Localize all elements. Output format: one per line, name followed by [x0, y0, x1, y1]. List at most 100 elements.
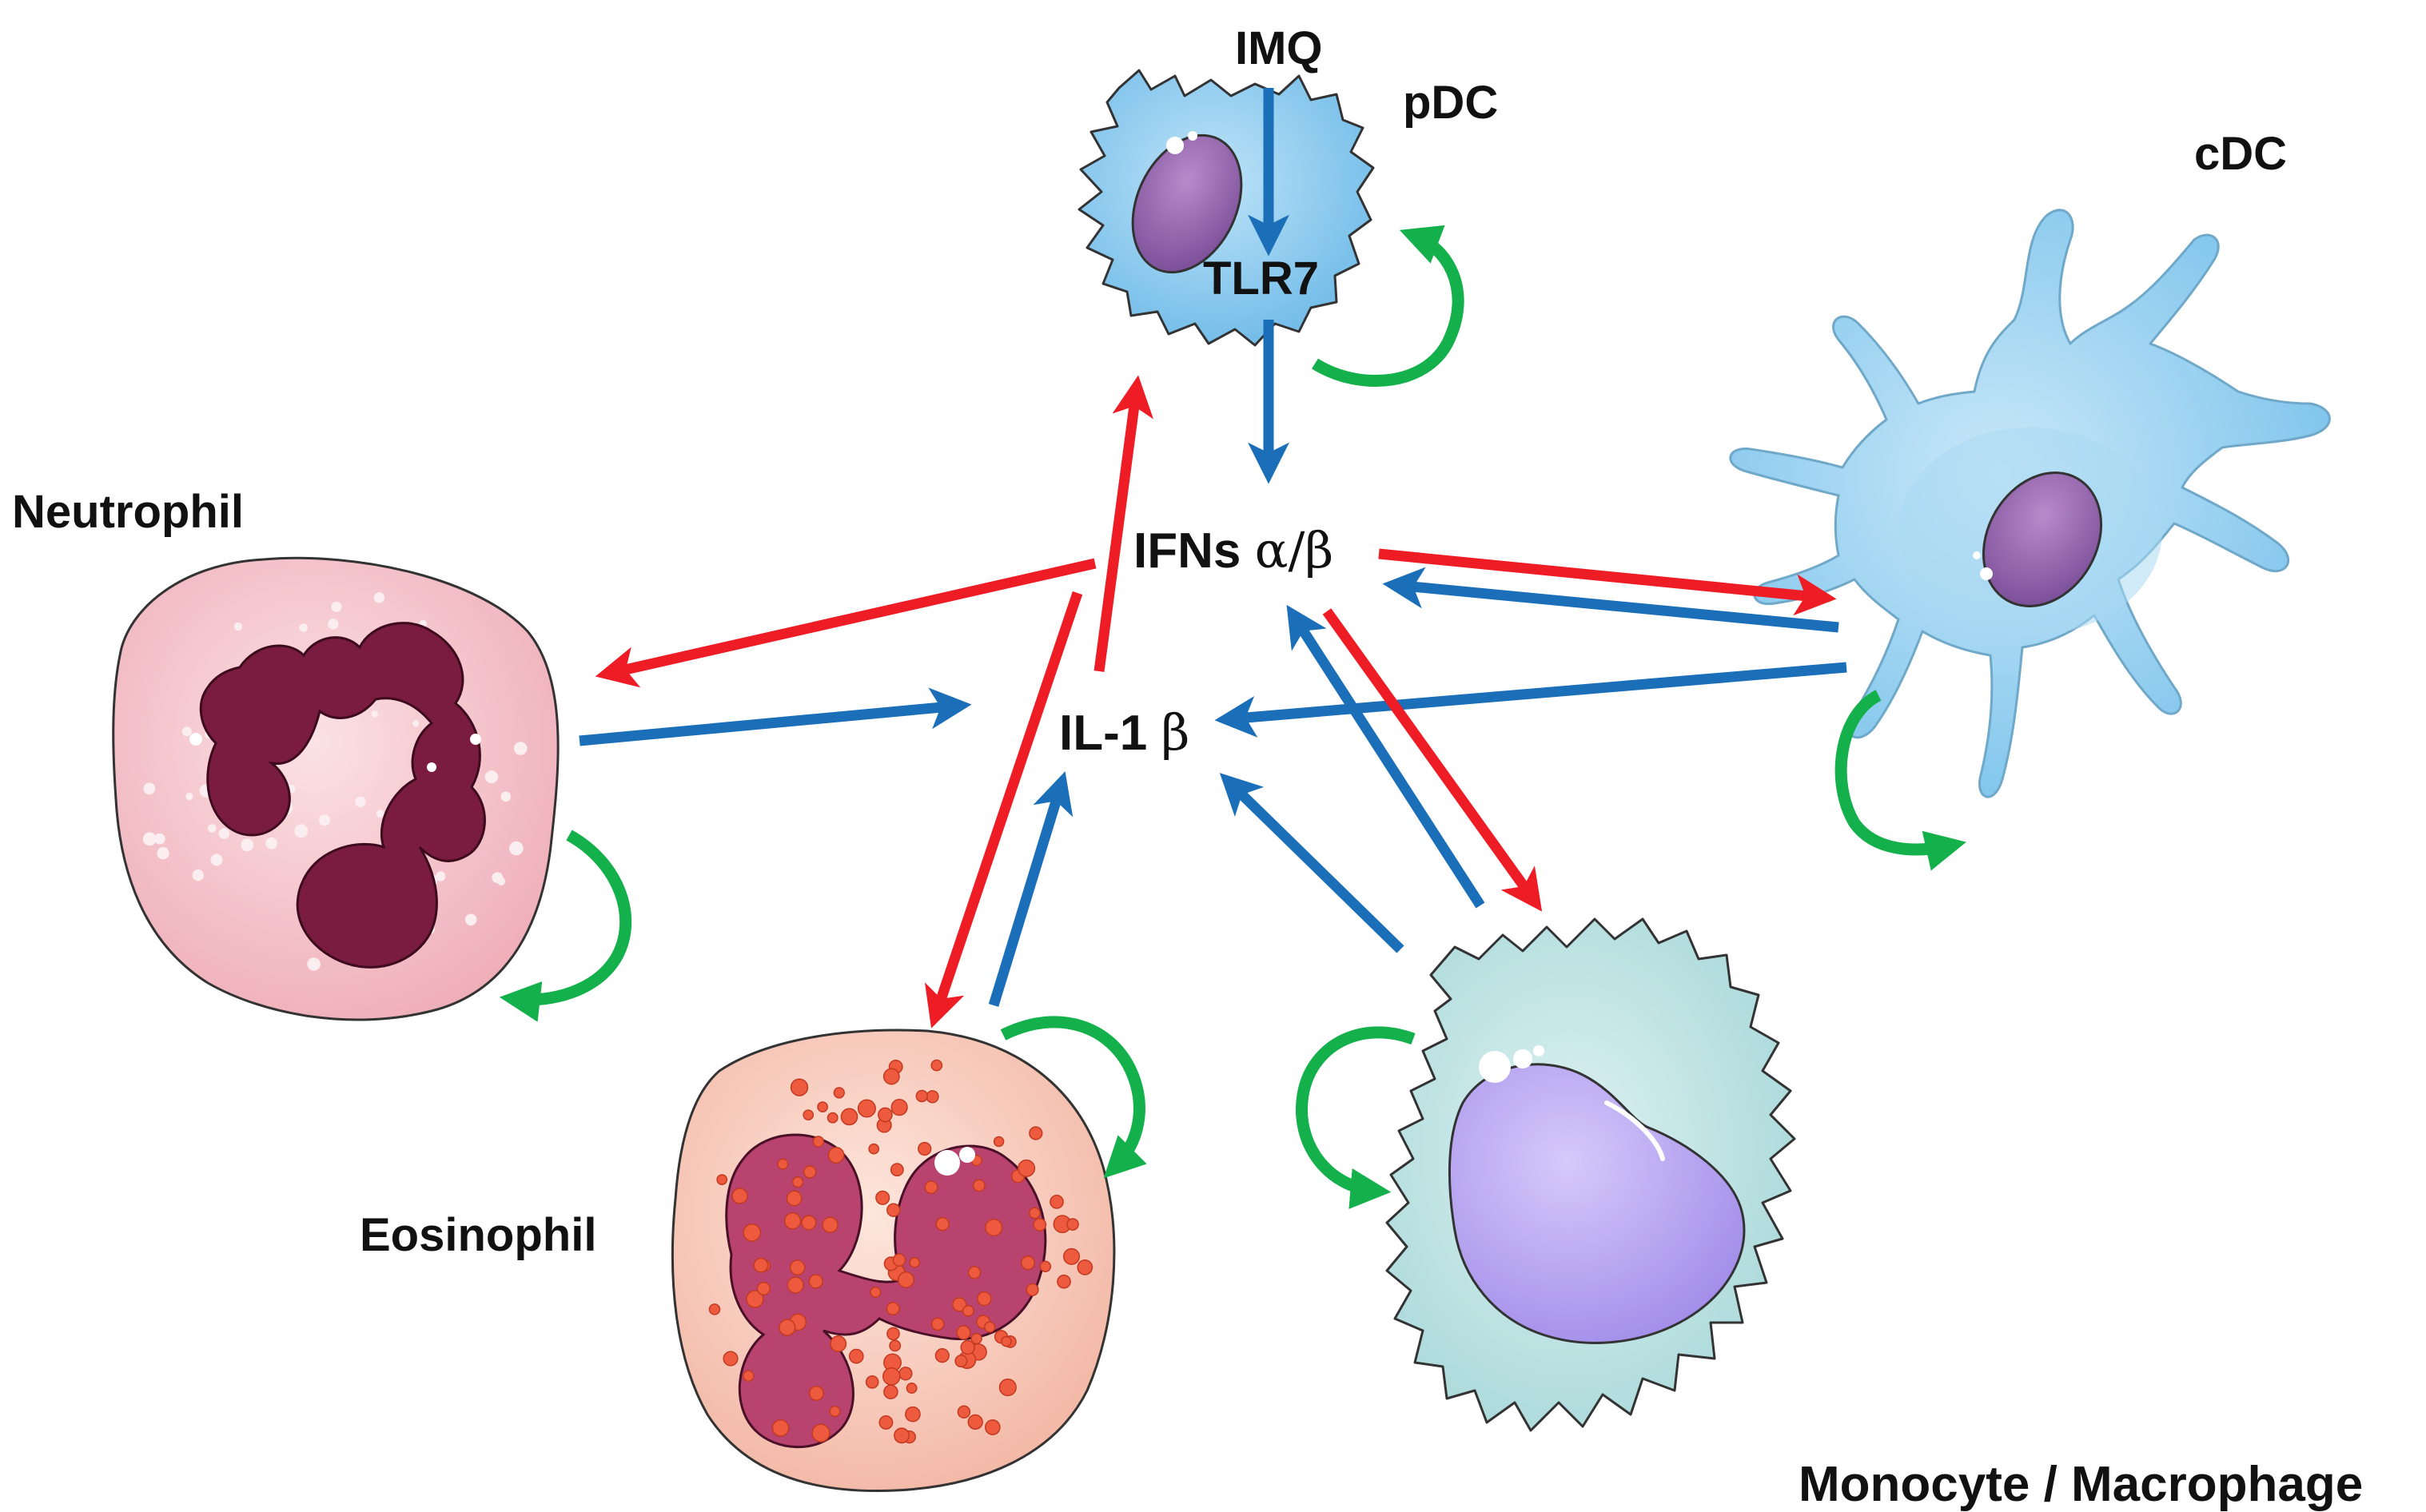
eosinophil-granule: [803, 1165, 817, 1179]
monocyte-label: Monocyte / Macrophage: [1799, 1457, 2363, 1512]
il1-label-text: IL-1: [1059, 706, 1161, 761]
eosinophil-granule: [875, 1190, 890, 1205]
neutrophil-granule: [265, 837, 277, 850]
eosinophil-cell: [671, 1029, 1116, 1493]
arrow-cdc-to-il1: [1214, 662, 1847, 738]
neutrophil-highlight-2: [470, 734, 481, 745]
eosinophil-granule: [868, 1143, 880, 1155]
eosinophil-granule: [905, 1406, 921, 1422]
monocyte-nucleus: [1448, 1063, 1746, 1344]
imq-label: IMQ: [1235, 22, 1323, 74]
eosinophil-granule: [848, 1348, 864, 1364]
eosinophil-granule: [779, 1319, 796, 1336]
ifn-label: IFNs α/β: [1133, 521, 1333, 579]
eosinophil-granule: [1001, 1335, 1012, 1347]
eosinophil-granule: [886, 1203, 901, 1217]
eosinophil-granule: [857, 1099, 876, 1118]
eosinophil-granule: [882, 1068, 900, 1085]
eosinophil-granule: [1062, 1247, 1081, 1265]
neutrophil-label: Neutrophil: [12, 486, 244, 538]
eosinophil-granule: [808, 1385, 824, 1401]
green-autocrine-arrows: [499, 225, 1966, 1209]
eosinophil-granule: [771, 1419, 790, 1437]
neutrophil-granule: [319, 814, 330, 826]
eosinophil-granule: [882, 1367, 901, 1386]
eosinophil-label: Eosinophil: [360, 1209, 596, 1261]
il1-label-greek: β: [1161, 703, 1189, 762]
monocyte-highlight: [1479, 1051, 1511, 1083]
cdc-highlight-small: [1973, 551, 1981, 559]
eosinophil-granule: [1077, 1259, 1093, 1275]
eosinophil-nucleus: [725, 1133, 1047, 1449]
eosinophil-granule: [985, 1218, 1003, 1237]
arrow-neutrophil-to-il1: [579, 687, 972, 746]
arrow-cdc-to-ifn: [1382, 567, 1839, 633]
eosinophil-granule: [1029, 1126, 1043, 1140]
eosinophil-granule: [791, 1176, 804, 1188]
eosinophil-granule: [935, 1216, 950, 1231]
eosinophil-granule: [716, 1174, 728, 1185]
eosinophil-granule: [827, 1147, 845, 1164]
eosinophil-granule: [756, 1281, 771, 1296]
eosinophil-granule: [984, 1321, 996, 1333]
eosinophil-granule: [731, 1188, 748, 1204]
neutrophil-granule: [153, 833, 165, 845]
neutrophil-granule: [500, 791, 512, 802]
neutrophil-granule: [331, 601, 342, 612]
eosinophil-granule: [984, 1419, 1001, 1435]
arrow-ifn-to-neutrophil: [595, 558, 1097, 688]
neutrophil-granule: [294, 824, 309, 838]
eosinophil-granule: [1028, 1207, 1041, 1220]
il1-label: IL-1 β: [1059, 703, 1189, 762]
eosinophil-granule: [833, 1087, 845, 1099]
eosinophil-granule: [898, 1271, 914, 1288]
pdc-highlight: [1166, 137, 1184, 154]
eosinophil-granule: [827, 1112, 839, 1124]
tlr7-label: TLR7: [1203, 253, 1319, 304]
arrow-eosinophil-to-il1: [988, 771, 1074, 1007]
eosinophil-granule: [977, 1291, 992, 1307]
eosinophil-granule: [1066, 1218, 1079, 1231]
ifn-label-greek: α/β: [1255, 521, 1334, 579]
eosinophil-granule: [790, 1078, 809, 1096]
monocyte-highlight-2: [1513, 1049, 1532, 1068]
eosinophil-granule: [746, 1290, 764, 1308]
monocyte-nucleus-shine: [1604, 1100, 1665, 1161]
eosinophil-granule: [753, 1257, 769, 1273]
neutrophil-granule: [509, 841, 524, 856]
neutrophil-autocrine-arrow: [499, 830, 632, 1022]
arrow-ifn-to-eosinophil: [924, 591, 1083, 1029]
neutrophil-granule: [192, 869, 204, 881]
eosinophil-granule: [962, 1304, 974, 1317]
eosinophil-granule: [743, 1223, 762, 1242]
neutrophil-granule: [218, 828, 229, 839]
eosinophil-granule: [998, 1379, 1017, 1397]
eosinophil-granule: [892, 1253, 906, 1267]
cdc-label: cDC: [2194, 128, 2287, 180]
red-arrows: [595, 375, 1837, 1029]
neutrophil-cell: [112, 556, 560, 1021]
eosinophil-granule: [915, 1089, 929, 1103]
eosinophil-granule: [817, 1101, 828, 1112]
neutrophil-granule: [371, 710, 378, 718]
neutrophil-granule: [157, 847, 169, 860]
eosinophil-granule: [898, 1367, 913, 1381]
eosinophil-granule: [894, 1427, 910, 1444]
eosinophil-granule: [878, 1107, 893, 1123]
eosinophil-granule: [930, 1059, 943, 1072]
eosinophil-granule: [993, 1136, 1005, 1148]
eosinophil-granule: [956, 1325, 971, 1340]
eosinophil-granule: [1050, 1195, 1064, 1209]
eosinophil-granule: [957, 1405, 971, 1419]
eosinophil-granule: [783, 1212, 802, 1230]
arrow-il1-to-pdc: [1093, 375, 1153, 672]
neutrophil-granule: [490, 773, 499, 782]
eosinophil-highlight-2: [959, 1147, 975, 1163]
eosinophil-granules: [708, 1059, 1093, 1444]
eosinophil-highlight: [934, 1150, 960, 1176]
arrow-ifn-to-cdc: [1378, 548, 1837, 616]
eosinophil-granule: [930, 1317, 945, 1331]
eosinophil-granule: [1033, 1218, 1047, 1231]
eosinophil-granule: [906, 1383, 918, 1394]
